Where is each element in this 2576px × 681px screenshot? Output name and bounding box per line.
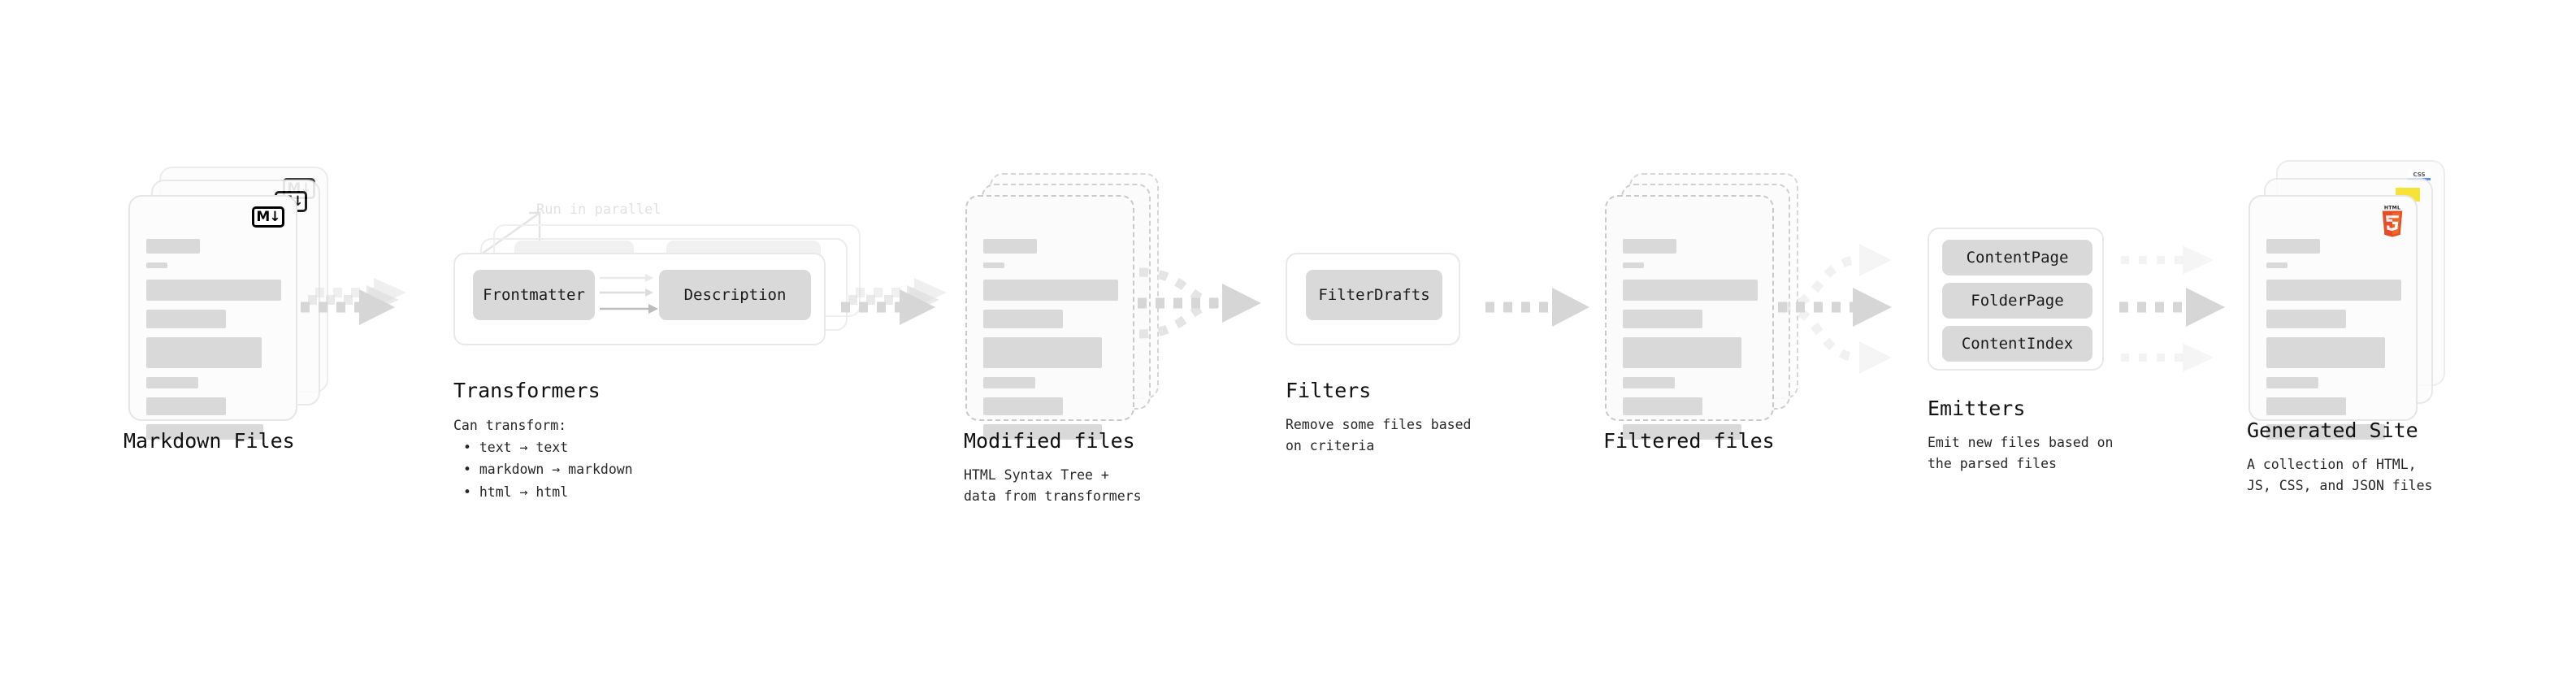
emitters-panel[interactable]: ContentPage FolderPage ContentIndex xyxy=(1928,228,2104,371)
transformer-chip-label: Frontmatter xyxy=(483,286,585,304)
run-in-parallel-note: Run in parallel xyxy=(536,202,661,218)
skeleton-bar xyxy=(1623,262,1644,268)
stage-description-emitters: Emit new files based on the parsed files xyxy=(1928,435,2114,471)
generated-card-front[interactable]: HTML xyxy=(2249,195,2418,440)
skeleton-bar xyxy=(2266,239,2320,254)
markdown-badge-letter: M xyxy=(256,208,270,225)
document-skeleton-bars xyxy=(146,239,281,449)
transformers-description-header: Can transform: xyxy=(453,418,567,433)
flow-arrow-5-diverging xyxy=(1778,244,1892,374)
emitter-chip-contentpage[interactable]: ContentPage xyxy=(1942,240,2092,275)
skeleton-bar xyxy=(2266,424,2385,440)
skeleton-bar xyxy=(1623,239,1676,254)
markdown-badge: M↓ xyxy=(252,206,284,228)
skeleton-bar xyxy=(983,280,1118,301)
stage-title-filters: Filters xyxy=(1286,379,1372,402)
stage-title-emitters: Emitters xyxy=(1928,397,2026,420)
skeleton-bar xyxy=(2266,377,2318,388)
transformers-bullet: html → html xyxy=(463,481,633,503)
stage-title-markdown-files: Markdown Files xyxy=(124,429,295,453)
filter-chip-label: FilterDrafts xyxy=(1318,286,1430,304)
skeleton-bar xyxy=(146,424,263,440)
transformers-bullet: text → text xyxy=(463,436,633,458)
filters-panel[interactable]: FilterDrafts xyxy=(1286,253,1460,345)
skeleton-bar xyxy=(146,397,226,415)
skeleton-bar xyxy=(983,239,1037,254)
document-skeleton-bars xyxy=(983,239,1118,449)
skeleton-bar xyxy=(146,377,198,388)
css-badge-label: CSS xyxy=(2413,171,2426,178)
stage-description-filters: Remove some files based on criteria xyxy=(1286,417,1472,453)
emitter-chip-label: FolderPage xyxy=(1971,292,2064,310)
document-skeleton-bars xyxy=(2266,239,2401,449)
emitter-chip-label: ContentPage xyxy=(1966,249,2069,267)
skeleton-bar xyxy=(1623,424,1741,440)
run-in-parallel-leader-line xyxy=(475,210,541,260)
skeleton-bar xyxy=(1623,377,1675,388)
emitter-chip-label: ContentIndex xyxy=(1961,335,2074,353)
filter-chip-filterdrafts[interactable]: FilterDrafts xyxy=(1306,270,1442,320)
flow-arrow-1 xyxy=(301,278,406,325)
skeleton-bar xyxy=(146,239,200,254)
skeleton-bar xyxy=(983,424,1102,440)
skeleton-bar xyxy=(2266,337,2385,368)
markdown-card-front[interactable]: M↓ xyxy=(128,195,297,440)
stage-title-modified-files: Modified files xyxy=(964,429,1135,453)
skeleton-bar xyxy=(1623,397,1702,415)
stage-title-filtered-files: Filtered files xyxy=(1603,429,1775,453)
emitter-chip-folderpage[interactable]: FolderPage xyxy=(1942,283,2092,319)
filtered-card-front[interactable] xyxy=(1605,195,1774,440)
stage-title-transformers: Transformers xyxy=(453,379,601,402)
transformer-chip-frontmatter[interactable]: Frontmatter xyxy=(473,270,595,320)
transformers-bullet: markdown → markdown xyxy=(463,458,633,480)
stage-description-modified-files: HTML Syntax Tree + data from transformer… xyxy=(964,467,1142,504)
transformer-chip-label: Description xyxy=(683,286,787,304)
skeleton-bar xyxy=(983,397,1063,415)
html5-icon: HTML xyxy=(2382,205,2403,237)
skeleton-bar xyxy=(146,262,167,268)
skeleton-bar xyxy=(983,377,1035,388)
transformer-chip-description[interactable]: Description xyxy=(659,270,811,320)
skeleton-bar xyxy=(1623,310,1702,328)
svg-text:HTML: HTML xyxy=(2384,205,2400,210)
skeleton-bar xyxy=(983,310,1063,328)
flow-arrow-2 xyxy=(841,278,947,325)
emitter-chip-contentindex[interactable]: ContentIndex xyxy=(1942,326,2092,362)
flow-arrow-3-converging xyxy=(1138,267,1261,339)
skeleton-bar xyxy=(146,310,226,328)
skeleton-bar xyxy=(983,262,1004,268)
skeleton-bar xyxy=(2266,262,2288,268)
skeleton-bar xyxy=(2266,280,2401,301)
skeleton-bar xyxy=(2266,310,2346,328)
skeleton-bar xyxy=(146,280,281,301)
stage-description-generated-site: A collection of HTML, JS, CSS, and JSON … xyxy=(2247,457,2433,493)
markdown-badge-arrow: ↓ xyxy=(269,208,280,225)
skeleton-bar xyxy=(1623,280,1758,301)
transformer-inner-arrows xyxy=(600,274,658,314)
skeleton-bar xyxy=(1623,337,1741,368)
transformers-description-list: Can transform: text → text markdown → ma… xyxy=(453,414,633,503)
stage-title-generated-site: Generated Site xyxy=(2247,419,2418,442)
flow-arrow-4 xyxy=(1485,288,1589,327)
skeleton-bar xyxy=(2266,397,2346,415)
skeleton-bar xyxy=(983,337,1102,368)
flow-arrow-6-triple xyxy=(2119,245,2225,372)
modified-card-front[interactable] xyxy=(965,195,1134,440)
document-skeleton-bars xyxy=(1623,239,1758,449)
transformers-panel[interactable]: Frontmatter Description xyxy=(453,253,826,345)
skeleton-bar xyxy=(146,337,262,368)
